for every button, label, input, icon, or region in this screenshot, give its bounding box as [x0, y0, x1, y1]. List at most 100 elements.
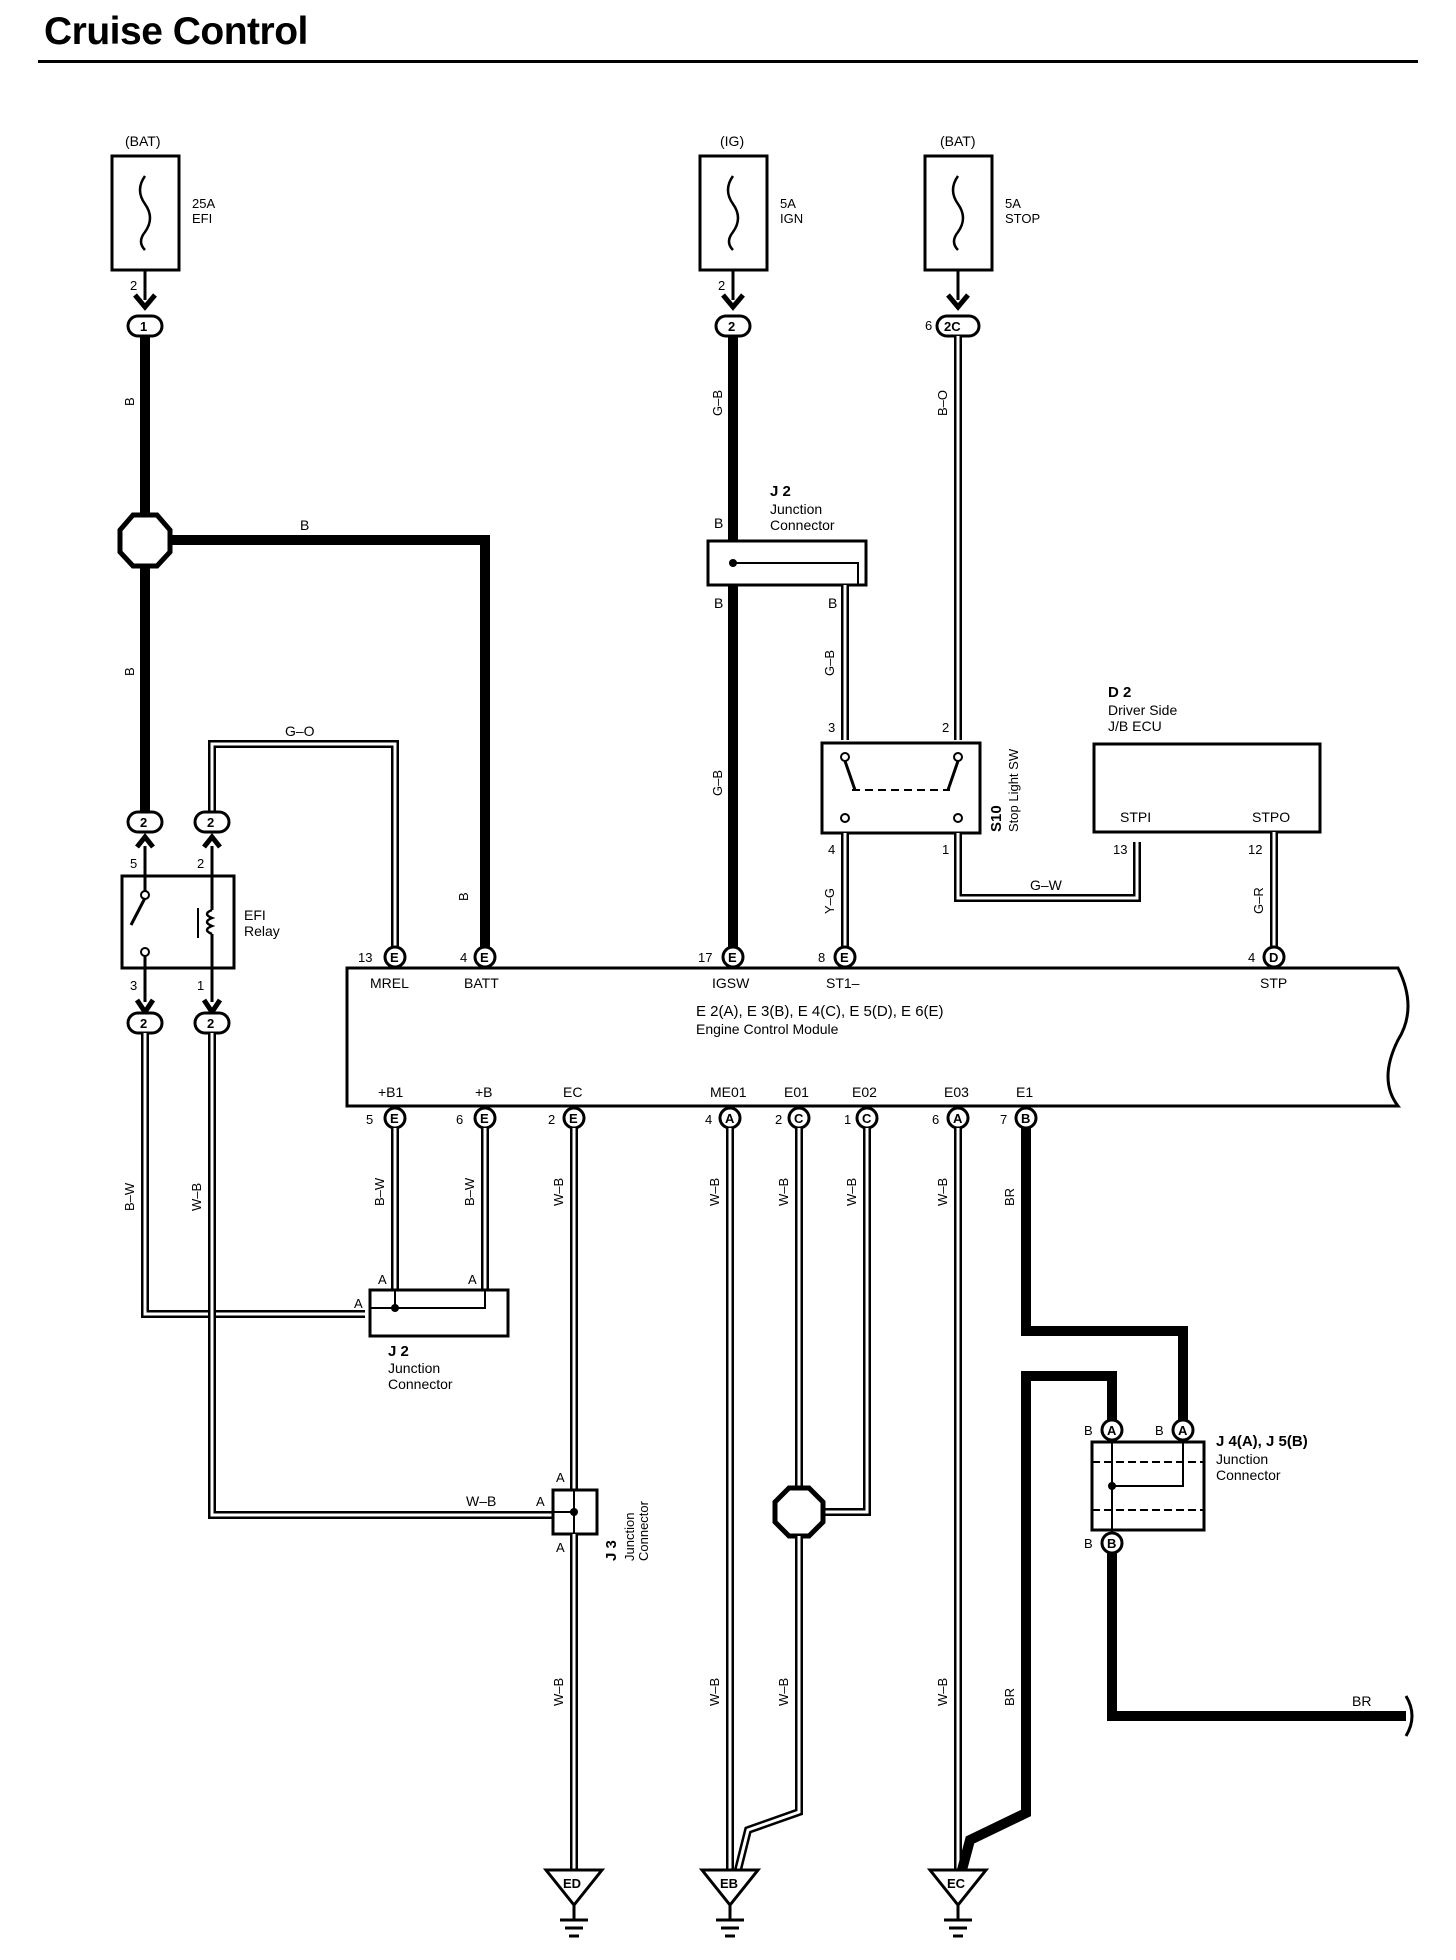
svg-text:B: B	[1107, 1536, 1116, 1551]
ecm-pin-e01: E01 2 C	[775, 1084, 811, 1130]
fuse-efi-name: EFI	[192, 211, 212, 226]
ecm-top-pins: 13 E MREL 4 E BATT 17 E IGSW 8 E ST1– 4 …	[358, 945, 1287, 991]
svg-text:2: 2	[140, 1016, 147, 1031]
wires-me01-e01-e02: W–B W–B W–B W–B W–B	[707, 1128, 871, 1871]
fuse-ign-name: IGN	[780, 211, 803, 226]
ecm-bottom-pins: +B1 5 E +B 6 E EC 2 E ME01 4 A E01 2 C	[366, 1084, 1038, 1130]
j2-junction-bottom: B–W B–W B–W A A A J 2 Junction Connector	[122, 1033, 510, 1392]
j3-junction: W–B A A A J 3 Junction Connector W–B	[536, 1128, 651, 1870]
fuse-efi-rating: 25A	[192, 196, 215, 211]
svg-text:W–B: W–B	[551, 1178, 566, 1206]
svg-text:W–B: W–B	[844, 1178, 859, 1206]
svg-text:ME01: ME01	[710, 1084, 747, 1100]
svg-text:STPI: STPI	[1120, 809, 1151, 825]
svg-text:J 4(A), J 5(B): J 4(A), J 5(B)	[1216, 1433, 1308, 1450]
svg-text:Junction: Junction	[388, 1360, 440, 1376]
svg-text:A: A	[1178, 1423, 1188, 1438]
fuse-icon	[726, 175, 740, 251]
svg-text:E01: E01	[784, 1084, 809, 1100]
svg-text:2: 2	[130, 278, 137, 293]
splice-point	[117, 512, 173, 569]
svg-text:W–B: W–B	[776, 1678, 791, 1706]
wire-e03: W–B W–B	[935, 1128, 962, 1870]
svg-text:W–B: W–B	[935, 1678, 950, 1706]
svg-text:3: 3	[828, 720, 835, 735]
svg-text:4: 4	[828, 842, 835, 857]
svg-text:2: 2	[140, 815, 147, 830]
ground-ed: ED	[542, 1868, 606, 1938]
svg-text:B: B	[456, 892, 471, 901]
svg-text:B: B	[1084, 1536, 1093, 1551]
j4-j5-junction: BR BR A A B B J 4(A), J 5(B) Junction Co…	[957, 1128, 1414, 1872]
svg-text:12: 12	[1248, 842, 1262, 857]
svg-text:+B1: +B1	[378, 1084, 404, 1100]
svg-text:D: D	[1269, 950, 1278, 965]
svg-text:5: 5	[130, 856, 137, 871]
ecm-pin-e1: E1 7 B	[1000, 1084, 1038, 1130]
svg-text:Connector: Connector	[388, 1376, 453, 1392]
svg-text:A: A	[378, 1272, 387, 1287]
svg-text:8: 8	[818, 950, 825, 965]
svg-text:E03: E03	[944, 1084, 969, 1100]
ecm-pin-b1: +B1 5 E	[366, 1084, 407, 1130]
svg-text:E: E	[728, 950, 737, 965]
svg-text:Driver Side: Driver Side	[1108, 702, 1177, 718]
svg-text:BR: BR	[1352, 1693, 1371, 1709]
svg-text:1: 1	[197, 978, 204, 993]
svg-text:BR: BR	[1002, 1688, 1017, 1706]
svg-text:2: 2	[718, 278, 725, 293]
wire-g-o: G–O	[208, 723, 399, 957]
fuse-stop-rating: 5A	[1005, 196, 1021, 211]
svg-text:2: 2	[728, 319, 735, 334]
svg-text:BR: BR	[1002, 1188, 1017, 1206]
ecm-pin-e03: E03 6 A	[932, 1084, 970, 1130]
svg-text:B: B	[714, 515, 723, 531]
ecm-pin-stp: 4 D STP	[1248, 945, 1287, 991]
engine-control-module: E 2(A), E 3(B), E 4(C), E 5(D), E 6(E) E…	[345, 966, 1410, 1108]
svg-text:B–O: B–O	[935, 390, 950, 416]
wire-w-b-relay: W–B W–B	[189, 1033, 556, 1519]
page-title: Cruise Control	[44, 10, 308, 53]
svg-text:E: E	[480, 950, 489, 965]
svg-text:G–O: G–O	[285, 723, 315, 739]
svg-text:4: 4	[705, 1112, 712, 1127]
svg-text:B: B	[714, 595, 723, 611]
svg-text:E 2(A), E 3(B), E 4(C), E 5(D): E 2(A), E 3(B), E 4(C), E 5(D), E 6(E)	[696, 1003, 944, 1020]
svg-text:2C: 2C	[944, 319, 961, 334]
svg-text:J 2: J 2	[770, 483, 791, 500]
svg-text:G–B: G–B	[710, 390, 725, 416]
efi-relay: 2 2 5 2 EFI Relay 3 1 2 2	[120, 810, 280, 1035]
svg-text:B: B	[122, 667, 137, 676]
svg-text:A: A	[354, 1296, 363, 1311]
svg-text:A: A	[468, 1272, 477, 1287]
ecm-pin-batt: 4 E BATT	[460, 945, 499, 991]
svg-text:EC: EC	[563, 1084, 582, 1100]
svg-text:STP: STP	[1260, 975, 1287, 991]
fuse-ign: (IG) 5A IGN	[698, 133, 803, 272]
svg-text:E: E	[569, 1111, 578, 1126]
fuse-output-connectors: 2 2 6 1 2 2C	[126, 270, 981, 338]
svg-text:1: 1	[140, 319, 147, 334]
svg-text:Junction: Junction	[622, 1513, 637, 1561]
svg-text:A: A	[725, 1111, 735, 1126]
svg-text:E: E	[390, 1111, 399, 1126]
svg-text:Connector: Connector	[1216, 1467, 1281, 1483]
svg-text:W–B: W–B	[707, 1178, 722, 1206]
svg-text:C: C	[794, 1111, 804, 1126]
stop-light-switch: B–O 3 2 S10 Stop Light SW 4 1 Y–G G–W	[820, 336, 1141, 957]
svg-text:W–B: W–B	[935, 1178, 950, 1206]
ecm-pin-igsw: 17 E IGSW	[698, 945, 750, 991]
svg-text:A: A	[556, 1470, 565, 1485]
fuse-stop-source: (BAT)	[940, 133, 976, 149]
svg-text:W–B: W–B	[466, 1493, 496, 1509]
wire-b-main: B B B B	[117, 336, 490, 957]
fuse-stop: (BAT) 5A STOP	[923, 133, 1040, 272]
svg-text:B: B	[1155, 1423, 1164, 1438]
svg-text:4: 4	[460, 950, 467, 965]
svg-text:Relay: Relay	[244, 923, 280, 939]
svg-text:EFI: EFI	[244, 907, 266, 923]
svg-text:EB: EB	[720, 1876, 738, 1891]
svg-text:A: A	[953, 1111, 963, 1126]
svg-text:Stop Light SW: Stop Light SW	[1006, 748, 1021, 832]
